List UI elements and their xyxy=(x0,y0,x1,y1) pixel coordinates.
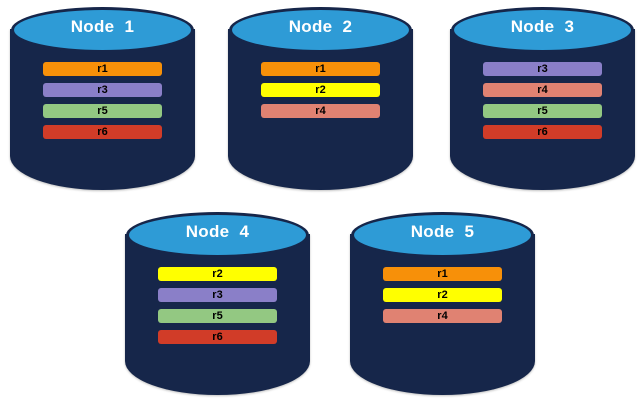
replica-bar[interactable]: r6 xyxy=(158,330,277,344)
replica-bar[interactable]: r1 xyxy=(383,267,502,281)
node-label: Node 1 xyxy=(70,17,135,36)
replica-list: r3 r4 r5 r6 xyxy=(483,62,602,146)
replica-bar[interactable]: r5 xyxy=(43,104,162,118)
replica-list: r2 r3 r5 r6 xyxy=(158,267,277,351)
replica-bar[interactable]: r1 xyxy=(261,62,380,76)
replica-list: r1 r2 r4 xyxy=(261,62,380,125)
replica-bar[interactable]: r3 xyxy=(43,83,162,97)
replica-bar[interactable]: r5 xyxy=(158,309,277,323)
replica-bar[interactable]: r2 xyxy=(383,288,502,302)
replica-bar[interactable]: r6 xyxy=(483,125,602,139)
database-node[interactable]: Node 3 r3 r4 r5 r6 xyxy=(450,5,635,190)
replica-bar[interactable]: r4 xyxy=(483,83,602,97)
cylinder-top-ellipse xyxy=(229,7,412,53)
replica-bar[interactable]: r1 xyxy=(43,62,162,76)
cylinder-top-ellipse xyxy=(451,7,634,53)
replica-list: r1 r3 r5 r6 xyxy=(43,62,162,146)
replica-bar[interactable]: r4 xyxy=(261,104,380,118)
node-label: Node 2 xyxy=(288,17,353,36)
replica-bar[interactable]: r6 xyxy=(43,125,162,139)
database-node[interactable]: Node 5 r1 r2 r4 xyxy=(350,210,535,395)
cylinder-top-ellipse xyxy=(11,7,194,53)
replica-bar[interactable]: r4 xyxy=(383,309,502,323)
replica-bar[interactable]: r2 xyxy=(261,83,380,97)
replica-bar[interactable]: r2 xyxy=(158,267,277,281)
replica-bar[interactable]: r3 xyxy=(483,62,602,76)
node-label: Node 3 xyxy=(510,17,575,36)
database-node[interactable]: Node 1 r1 r3 r5 r6 xyxy=(10,5,195,190)
replica-list: r1 r2 r4 xyxy=(383,267,502,330)
replica-bar[interactable]: r3 xyxy=(158,288,277,302)
replica-bar[interactable]: r5 xyxy=(483,104,602,118)
database-node[interactable]: Node 2 r1 r2 r4 xyxy=(228,5,413,190)
node-label: Node 5 xyxy=(410,222,475,241)
database-node[interactable]: Node 4 r2 r3 r5 r6 xyxy=(125,210,310,395)
cylinder-top-ellipse xyxy=(351,212,534,258)
node-label: Node 4 xyxy=(185,222,250,241)
cylinder-top-ellipse xyxy=(126,212,309,258)
